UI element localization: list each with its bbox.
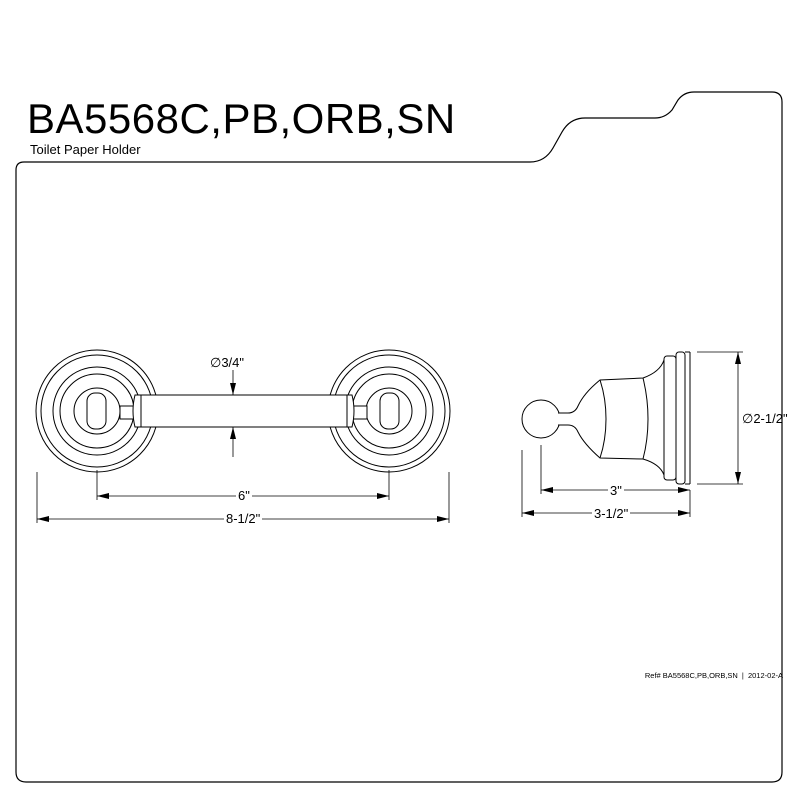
reference-code: Ref# BA5568C,PB,ORB,SN: [644, 671, 738, 680]
dim-inner-width: 6": [236, 488, 252, 503]
model-number: BA5568C,PB,ORB,SN: [27, 95, 456, 142]
revision-code: 2012-02-A: [747, 671, 783, 680]
footer-separator: |: [741, 671, 744, 680]
dim-overall-projection: 3-1/2": [592, 506, 631, 521]
front-view: [35, 349, 451, 473]
dim-projection: 3": [608, 483, 624, 498]
drawing-frame: [15, 91, 783, 783]
dim-roller-diameter: ∅3/4": [208, 355, 247, 370]
side-view: [521, 351, 691, 485]
arrowheads: [37, 352, 741, 522]
product-name: Toilet Paper Holder: [30, 142, 141, 157]
dim-base-diameter: ∅2-1/2": [742, 411, 788, 426]
reference-footer: Ref# BA5568C,PB,ORB,SN | 2012-02-A: [645, 672, 783, 680]
roller-bar: [119, 394, 368, 428]
dim-overall-width: 8-1/2": [224, 511, 263, 526]
